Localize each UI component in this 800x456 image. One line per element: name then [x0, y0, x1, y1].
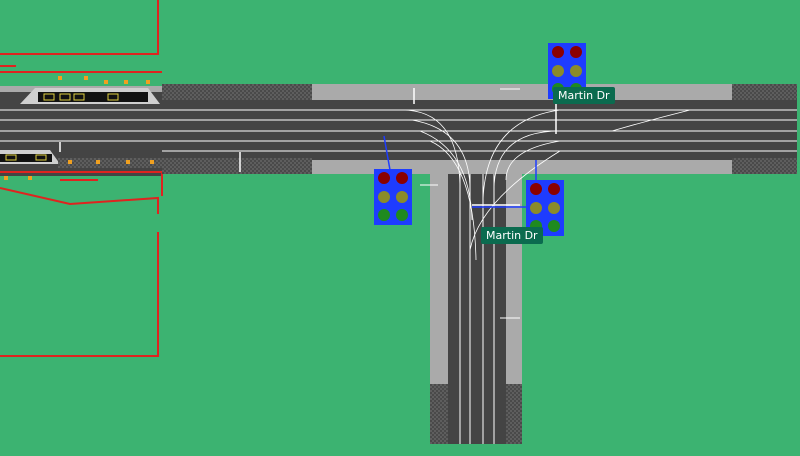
red-barriers	[0, 0, 163, 357]
stop-lines	[59, 88, 557, 206]
markers	[4, 76, 154, 180]
traffic-signal-icon[interactable]	[374, 169, 412, 225]
platform-top	[20, 88, 160, 104]
main-road	[162, 84, 797, 174]
junction-curves	[401, 109, 691, 261]
street-label-top: Martin Dr	[553, 87, 615, 104]
traffic-signal-icon[interactable]	[526, 180, 564, 236]
platform-bottom	[0, 150, 162, 168]
side-road	[430, 174, 522, 444]
direction-arrows	[420, 88, 520, 319]
street-label-bottom: Martin Dr	[481, 227, 543, 244]
